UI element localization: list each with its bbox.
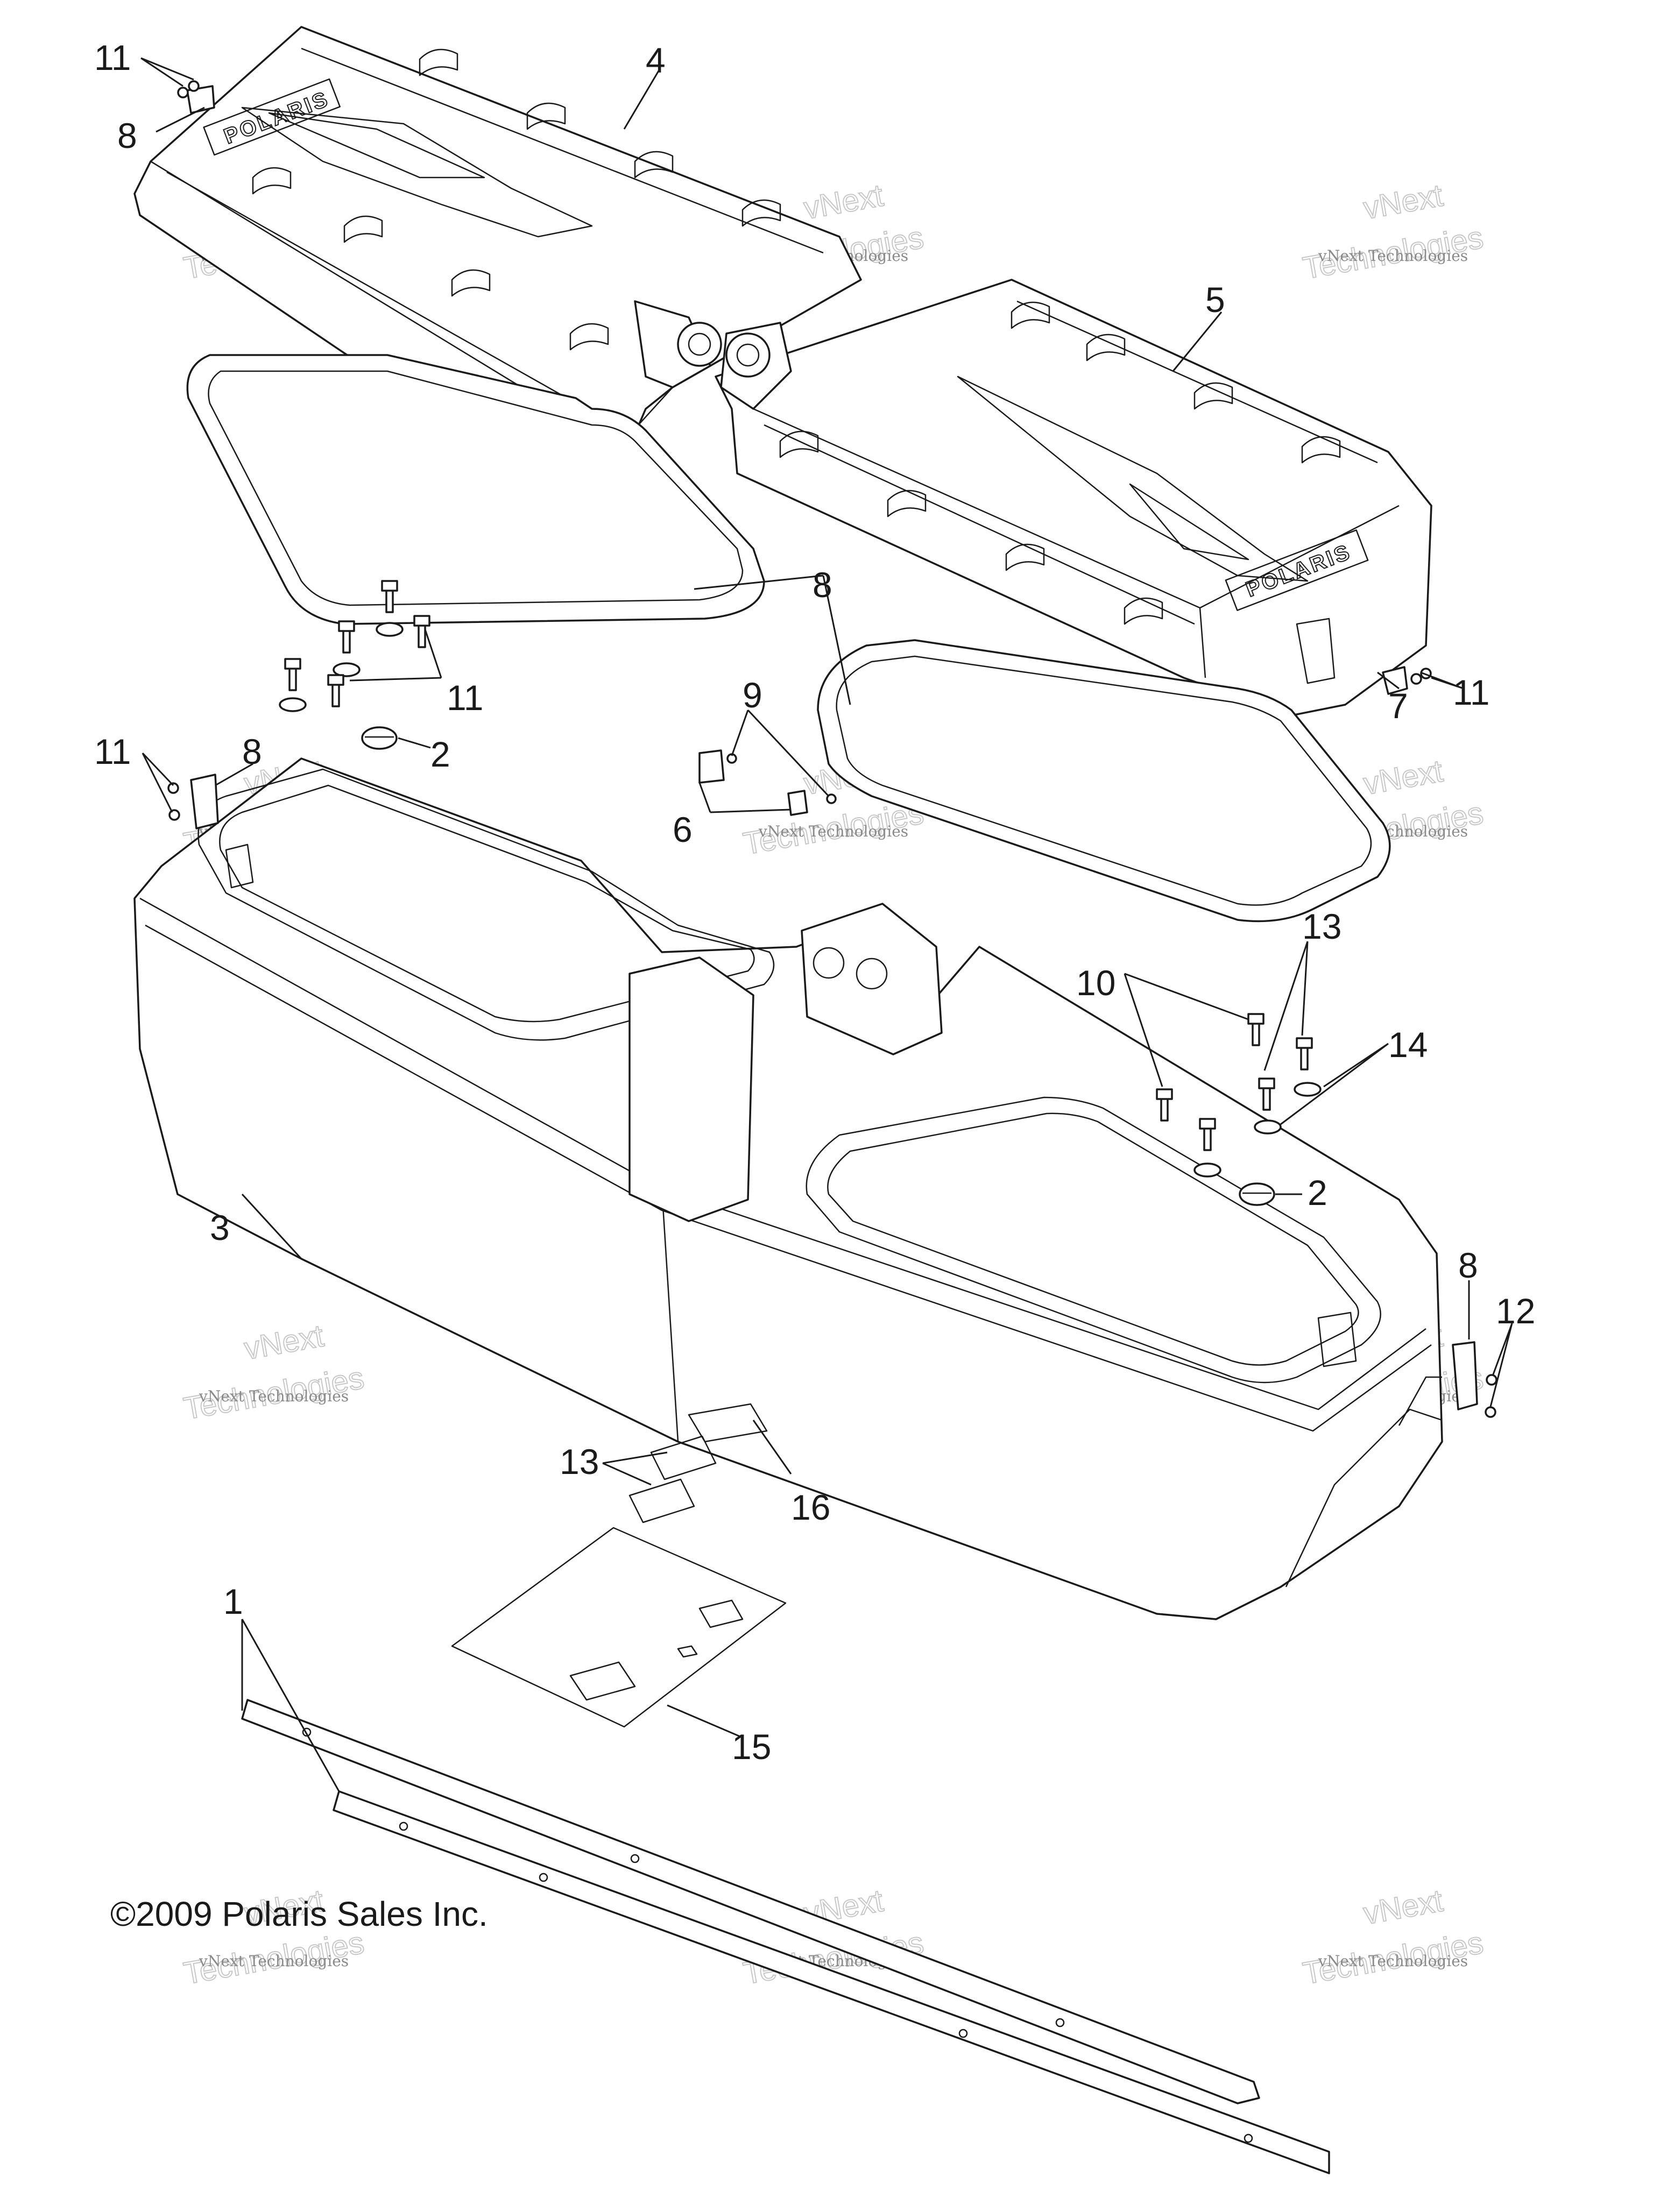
callout-2: 2 [430, 734, 450, 774]
decal-part-16 [688, 1403, 768, 1443]
callout-13: 13 [560, 1442, 599, 1481]
callout-8: 7 [1388, 686, 1408, 726]
watermark: vNext Technologies vNext Technologies [181, 1317, 368, 1427]
leader-lines [140, 57, 1513, 1792]
lid-right-part-5: POLARIS [715, 279, 1432, 717]
washers-part-15 [1254, 1082, 1322, 1135]
bolts-part-14 [1258, 1037, 1313, 1111]
callout-8: 8 [242, 732, 262, 771]
callout-11: 12 [1496, 1291, 1535, 1331]
seal-right-part-7 [817, 639, 1391, 923]
svg-text:vNext Technologies: vNext Technologies [1318, 247, 1468, 265]
callout-14: 13 [1302, 906, 1341, 946]
callout-4: 4 [646, 40, 666, 80]
decal-part-12 [451, 1527, 787, 1728]
callout-15: 14 [1388, 1025, 1428, 1065]
bumpers-part-2 [361, 726, 1275, 1206]
svg-text:vNext Technologies: vNext Technologies [199, 1952, 349, 1970]
callout-3: 3 [210, 1208, 230, 1247]
skid-strips-part-1 [241, 1699, 1330, 2174]
screws-part-11 [167, 80, 1497, 1418]
lid-logo-plate [203, 78, 341, 156]
callout-6: 6 [673, 810, 693, 849]
callout-16: 16 [791, 1487, 830, 1527]
callout-11: 11 [94, 38, 131, 77]
callout-2: 2 [1308, 1173, 1327, 1213]
callout-12: 15 [732, 1727, 771, 1767]
svg-text:vNext Technologies: vNext Technologies [758, 823, 908, 840]
storage-box-base-part-3 [133, 757, 1443, 1620]
decal-part-13 [628, 1435, 717, 1523]
callout-5: 5 [1205, 280, 1225, 320]
svg-text:vNext: vNext [801, 178, 886, 226]
bracket-part-6 [698, 749, 808, 816]
latch-part-8 [186, 85, 1478, 1410]
bolts-part-10 [279, 580, 1265, 1178]
callout-10: 11 [447, 678, 484, 718]
watermark: vNext Technologies vNext Technologies [1300, 1882, 1487, 1991]
callout-11: 11 [1453, 672, 1490, 712]
svg-text:vNext: vNext [1361, 1883, 1445, 1931]
svg-text:vNext Technologies: vNext Technologies [1318, 1952, 1468, 1970]
callout-9: 9 [743, 675, 762, 715]
callout-labels: 11 8 4 5 8 7 11 11 2 9 6 11 8 13 10 14 2… [94, 38, 1535, 1767]
svg-text:vNext: vNext [242, 1318, 326, 1366]
callout-7: 8 [813, 565, 832, 605]
callout-1: 1 [223, 1582, 243, 1621]
callout-8: 8 [117, 116, 137, 155]
callout-8: 8 [1458, 1245, 1478, 1285]
svg-text:vNext Technologies: vNext Technologies [199, 1387, 349, 1405]
callout-11: 11 [94, 732, 131, 771]
copyright-notice: ©2009 Polaris Sales Inc. [110, 1895, 488, 1933]
callout-10: 10 [1076, 963, 1115, 1003]
seal-left-part-7 [186, 354, 765, 625]
svg-text:vNext: vNext [1361, 178, 1445, 226]
watermark: vNext Technologies vNext Technologies [1300, 177, 1487, 286]
svg-text:vNext: vNext [1361, 753, 1445, 802]
lid-logo-plate-right [1225, 529, 1369, 611]
